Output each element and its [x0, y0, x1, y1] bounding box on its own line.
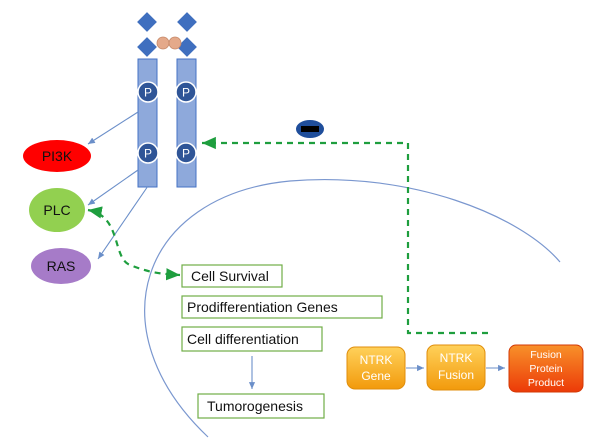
- phospho-label: P: [182, 147, 190, 161]
- receptor-left-top-diamond: [137, 12, 157, 32]
- product-line1: Fusion: [530, 349, 562, 361]
- arrow-to-plc: [87, 169, 139, 206]
- ntrk-fusion-line2: Fusion: [438, 368, 474, 382]
- phospho-label: P: [182, 86, 190, 100]
- receptor-right-top-diamond: [177, 12, 197, 32]
- ntrk-gene-line2: Gene: [361, 369, 391, 383]
- product-line3: Product: [528, 377, 564, 389]
- pi3k-label: PI3K: [42, 148, 73, 164]
- phospho-site-right-lower: P: [175, 142, 197, 164]
- receptor-left-bottom-diamond: [137, 37, 157, 57]
- plc-node: PLC: [29, 188, 85, 232]
- ras-node: RAS: [31, 248, 91, 284]
- phospho-label: P: [144, 86, 152, 100]
- phospho-site-left-lower: P: [137, 142, 159, 164]
- ras-label: RAS: [47, 258, 76, 274]
- tumorogenesis-label: Tumorogenesis: [207, 398, 303, 414]
- nucleus-membrane: [144, 178, 561, 438]
- arrow-to-ras: [97, 185, 149, 260]
- ntrk-fusion-node: NTRK Fusion: [426, 344, 486, 391]
- plc-label: PLC: [43, 202, 70, 218]
- ntrk-gene-node: NTRK Gene: [346, 346, 406, 390]
- ntrk-fusion-line1: NTRK: [440, 351, 473, 365]
- fusion-protein-product-node: Fusion Protein Product: [508, 344, 584, 393]
- prodifferentiation-genes-box: Prodifferentiation Genes: [181, 295, 383, 319]
- inhibition-icon: [296, 120, 324, 138]
- ligand-dot-right: [168, 36, 182, 50]
- cell-differentiation-label: Cell differentiation: [187, 331, 299, 347]
- phospho-site-left-upper: P: [137, 81, 159, 103]
- phospho-site-right-upper: P: [175, 81, 197, 103]
- arrow-to-pi3k: [87, 111, 139, 145]
- dashed-plc-to-cell-survival: [87, 206, 181, 281]
- ntrk-gene-line1: NTRK: [360, 353, 393, 367]
- ligand-dot-left: [156, 36, 170, 50]
- cell-survival-box: Cell Survival: [181, 264, 283, 288]
- tumorogenesis-box: Tumorogenesis: [197, 393, 325, 419]
- product-line2: Protein: [529, 363, 562, 375]
- phospho-label: P: [144, 147, 152, 161]
- prodifferentiation-genes-label: Prodifferentiation Genes: [187, 299, 338, 315]
- pi3k-node: PI3K: [23, 140, 91, 172]
- cell-differentiation-box: Cell differentiation: [181, 326, 323, 352]
- cell-survival-label: Cell Survival: [191, 268, 269, 284]
